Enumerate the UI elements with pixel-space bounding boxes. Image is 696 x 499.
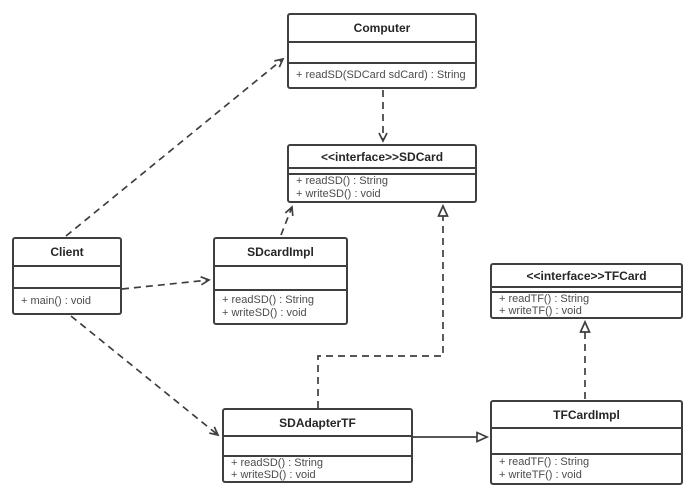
methods-compartment: + readSD() : String + writeSD() : void [289,175,475,201]
class-tfcardimpl: TFCardImpl + readTF() : String + writeTF… [490,400,683,485]
realization-arrow-sdadaptertf-to-sdcard [317,206,443,408]
class-sdcard-interface: <<interface>>SDCard + readSD() : String … [287,144,477,203]
dependency-arrow-client-to-computer [65,57,285,237]
method-label: + readSD() : String [296,175,389,187]
methods-compartment: + readSD() : String + writeSD() : void [224,457,411,481]
method-label: + writeSD() : void [222,307,307,319]
realization-arrow-sdcardimpl-to-sdcard [280,205,294,236]
class-name-sdcard: <<interface>>SDCard [289,146,475,169]
methods-compartment: + readSD(SDCard sdCard) : String [289,64,475,87]
method-label: + main() : void [21,294,91,307]
method-label: + writeSD() : void [296,188,381,200]
attributes-compartment [224,437,411,457]
class-tfcard-interface: <<interface>>TFCard + readTF() : String … [490,263,683,319]
method-label: + readSD(SDCard sdCard) : String [296,69,466,81]
method-label: + writeTF() : void [499,469,582,481]
attributes-compartment [14,267,120,289]
attributes-compartment [289,169,475,175]
class-name-tfcard: <<interface>>TFCard [492,265,681,288]
attributes-compartment [289,43,475,64]
methods-compartment: + readTF() : String + writeTF() : void [492,293,681,317]
method-label: + readSD() : String [222,294,315,306]
method-label: + readSD() : String [231,457,324,469]
class-name-client: Client [14,239,120,267]
attributes-compartment [492,288,681,293]
methods-compartment: + main() : void [14,289,120,313]
dependency-arrow-client-to-sdadaptertf [70,315,220,437]
class-name-tfcardimpl: TFCardImpl [492,402,681,429]
class-name-sdcardimpl: SDcardImpl [215,239,346,267]
attributes-compartment [215,267,346,291]
dependency-arrow-client-to-sdcardimpl [121,276,211,290]
methods-compartment: + readTF() : String + writeTF() : void [492,455,681,483]
method-label: + readTF() : String [499,456,590,468]
method-label: + writeSD() : void [231,469,316,481]
class-computer: Computer + readSD(SDCard sdCard) : Strin… [287,13,477,89]
class-sdcardimpl: SDcardImpl + readSD() : String + writeSD… [213,237,348,325]
class-client: Client + main() : void [12,237,122,315]
class-name-computer: Computer [289,15,475,43]
class-sdadaptertf: SDAdapterTF + readSD() : String + writeS… [222,408,413,483]
method-label: + writeTF() : void [499,305,582,317]
methods-compartment: + readSD() : String + writeSD() : void [215,291,346,323]
attributes-compartment [492,429,681,455]
method-label: + readTF() : String [499,293,590,305]
class-name-sdadaptertf: SDAdapterTF [224,410,411,437]
